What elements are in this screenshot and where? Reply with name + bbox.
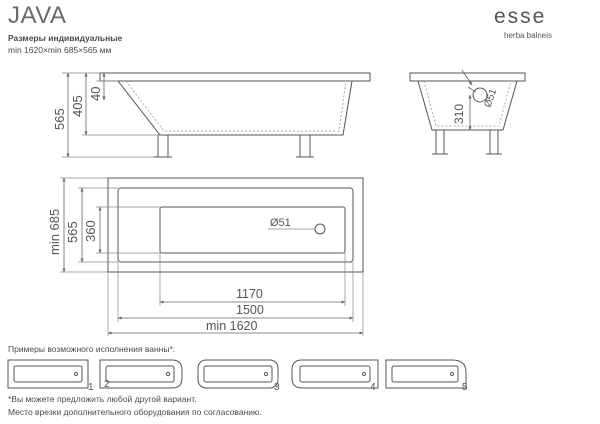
end-view-drain-leader bbox=[467, 86, 477, 93]
example-variant-1 bbox=[7, 359, 89, 389]
example-number-4: 4 bbox=[370, 382, 376, 393]
side-view-rim bbox=[99, 72, 371, 82]
size-dimensions: min 1620×min 685×565 мм bbox=[8, 45, 112, 55]
end-view-rim bbox=[409, 72, 526, 82]
example-variant-4 bbox=[291, 359, 379, 389]
dim-310-label: 310 bbox=[452, 104, 466, 124]
end-view bbox=[409, 69, 526, 155]
top-view bbox=[60, 177, 364, 336]
dim-360-label: 360 bbox=[83, 220, 98, 242]
side-view-inner-wall bbox=[125, 80, 347, 132]
example-variant-2 bbox=[99, 359, 183, 389]
top-view-drain-label: Ø51 bbox=[270, 217, 291, 229]
footnote-equipment: Место врезки дополнительного оборудовани… bbox=[8, 407, 262, 417]
brand-tagline: herba balneis bbox=[504, 31, 553, 40]
top-view-rim-inner bbox=[117, 187, 354, 263]
dim-min685-label: min 685 bbox=[47, 209, 62, 255]
example-number-1: 1 bbox=[88, 382, 94, 393]
example-variant-3 bbox=[197, 359, 279, 389]
example-number-3: 3 bbox=[274, 382, 280, 393]
example-number-5: 5 bbox=[462, 382, 468, 393]
side-view-body bbox=[117, 80, 353, 136]
end-view-leg-right bbox=[489, 129, 499, 155]
brand-logo-text: esse bbox=[494, 6, 546, 28]
top-view-basin bbox=[159, 206, 346, 254]
dim-565w-label: 565 bbox=[65, 221, 80, 243]
example-number-2: 2 bbox=[104, 379, 110, 390]
brand-logo: esse bbox=[494, 6, 546, 28]
examples-label: Примеры возможного исполнения ванны*: bbox=[8, 344, 176, 354]
end-view-body bbox=[417, 80, 518, 131]
page-title: JAVA bbox=[8, 2, 67, 29]
dim-405-label: 405 bbox=[70, 95, 85, 117]
footnote-variant: *Вы можете предложить любой другой вариа… bbox=[8, 394, 197, 404]
example-variant-5 bbox=[385, 359, 467, 389]
dim-1170-label: 1170 bbox=[236, 287, 263, 301]
side-view bbox=[62, 72, 371, 158]
top-view-outer bbox=[107, 177, 364, 273]
top-view-drain bbox=[314, 223, 326, 235]
dim-1500-label: 1500 bbox=[236, 303, 264, 317]
end-view-leg-left bbox=[435, 129, 445, 155]
dim-40-label: 40 bbox=[88, 87, 103, 101]
end-view-inner-wall bbox=[423, 80, 512, 127]
side-view-leg-left bbox=[157, 134, 169, 158]
dim-565-label: 565 bbox=[52, 108, 67, 130]
examples-row bbox=[7, 359, 467, 389]
size-subtitle: Размеры индивидуальные bbox=[8, 33, 123, 43]
dim-min1620-label: min 1620 bbox=[206, 319, 257, 333]
end-view-drain-circle bbox=[472, 87, 488, 103]
side-view-leg-right bbox=[299, 134, 311, 158]
